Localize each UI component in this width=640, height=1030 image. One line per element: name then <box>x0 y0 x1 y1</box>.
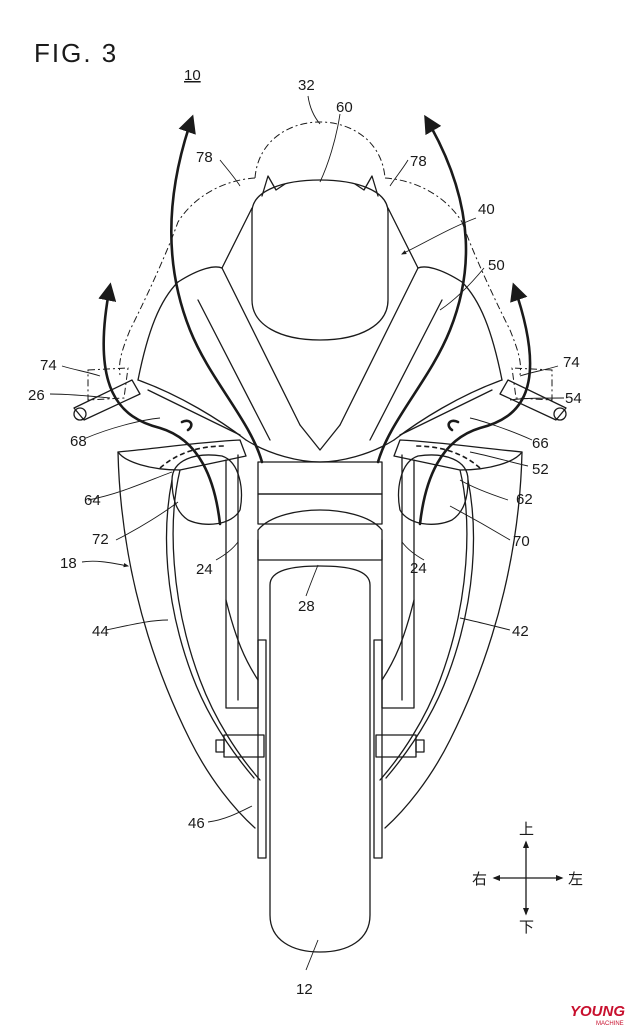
front-wheel <box>257 565 383 953</box>
watermark-logo: YOUNG MACHINE <box>570 1003 625 1027</box>
label-44: 44 <box>92 623 109 640</box>
label-78-left: 78 <box>196 149 213 166</box>
side-fairings <box>117 439 523 829</box>
reference-labels: 32 60 78 78 40 50 74 74 26 54 68 66 52 6… <box>28 77 582 998</box>
label-62: 62 <box>516 491 533 508</box>
label-50: 50 <box>488 257 505 274</box>
label-42: 42 <box>512 623 529 640</box>
watermark-brand: YOUNG <box>570 1003 625 1020</box>
label-40: 40 <box>478 201 495 218</box>
direction-down: 下 <box>519 918 534 936</box>
label-78-right: 78 <box>410 153 427 170</box>
label-18: 18 <box>60 555 77 572</box>
label-26: 26 <box>28 387 45 404</box>
label-54: 54 <box>565 390 582 407</box>
label-32: 32 <box>298 77 315 94</box>
direction-up: 上 <box>519 820 534 838</box>
label-24-left: 24 <box>196 561 213 578</box>
label-74-right: 74 <box>563 354 580 371</box>
direction-indicator: 上 下 右 左 <box>472 820 583 936</box>
label-28: 28 <box>298 598 315 615</box>
direction-right: 左 <box>568 870 583 888</box>
front-fork <box>215 454 425 758</box>
label-12: 12 <box>296 981 313 998</box>
label-24-right: 24 <box>410 560 427 577</box>
label-74-left: 74 <box>40 357 57 374</box>
label-68: 68 <box>70 433 87 450</box>
direction-left: 右 <box>472 870 487 888</box>
leader-lines <box>49 95 565 971</box>
label-72: 72 <box>92 531 109 548</box>
rider-outline <box>87 121 553 401</box>
label-60: 60 <box>336 99 353 116</box>
air-ducts <box>171 454 469 525</box>
upper-cowl <box>137 179 503 463</box>
label-66: 66 <box>532 435 549 452</box>
label-52: 52 <box>532 461 549 478</box>
figure-title: FIG. 3 <box>34 38 118 68</box>
mirrors <box>73 379 567 421</box>
label-64: 64 <box>84 492 101 509</box>
airflow-arrows <box>98 114 532 526</box>
watermark-sub: MACHINE <box>596 1021 624 1027</box>
reference-number: 10 <box>184 67 201 84</box>
label-46: 46 <box>188 815 205 832</box>
label-70: 70 <box>513 533 530 550</box>
